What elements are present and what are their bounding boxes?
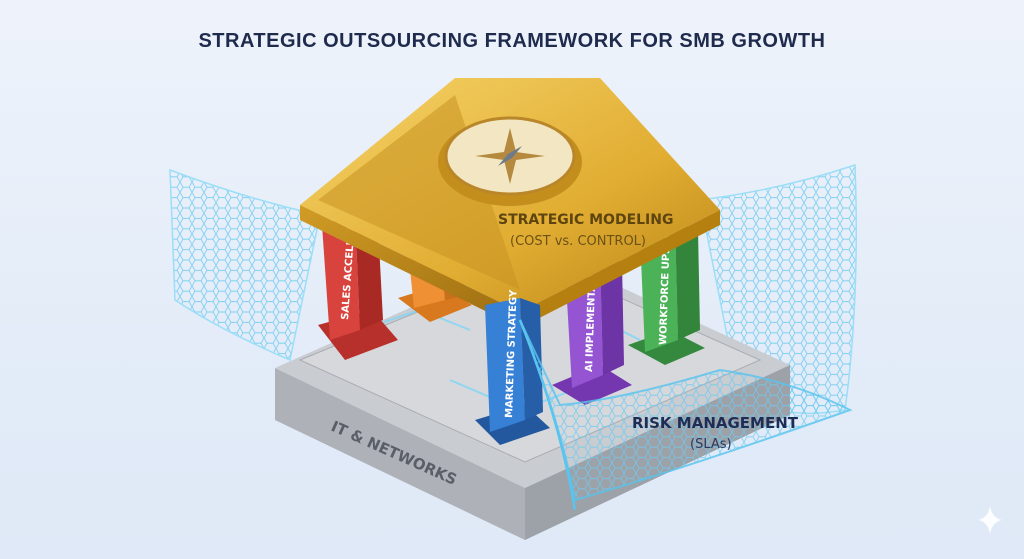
- roof-sublabel: (COST vs. CONTROL): [510, 234, 646, 249]
- pillar-label: MARKETING STRATEGY: [504, 289, 519, 418]
- compass-icon: [438, 116, 582, 206]
- net-sublabel: (SLAs): [690, 437, 732, 452]
- roof-label: STRATEGIC MODELING: [498, 212, 673, 228]
- roof-strategic-modeling: [300, 78, 720, 328]
- net-label: RISK MANAGEMENT: [632, 414, 799, 432]
- pillar-marketing-strategy: MARKETING STRATEGY: [475, 289, 550, 445]
- page-title: STRATEGIC OUTSOURCING FRAMEWORK FOR SMB …: [198, 30, 826, 52]
- sparkle-icon: [978, 506, 1002, 534]
- risk-net-front: [518, 319, 853, 511]
